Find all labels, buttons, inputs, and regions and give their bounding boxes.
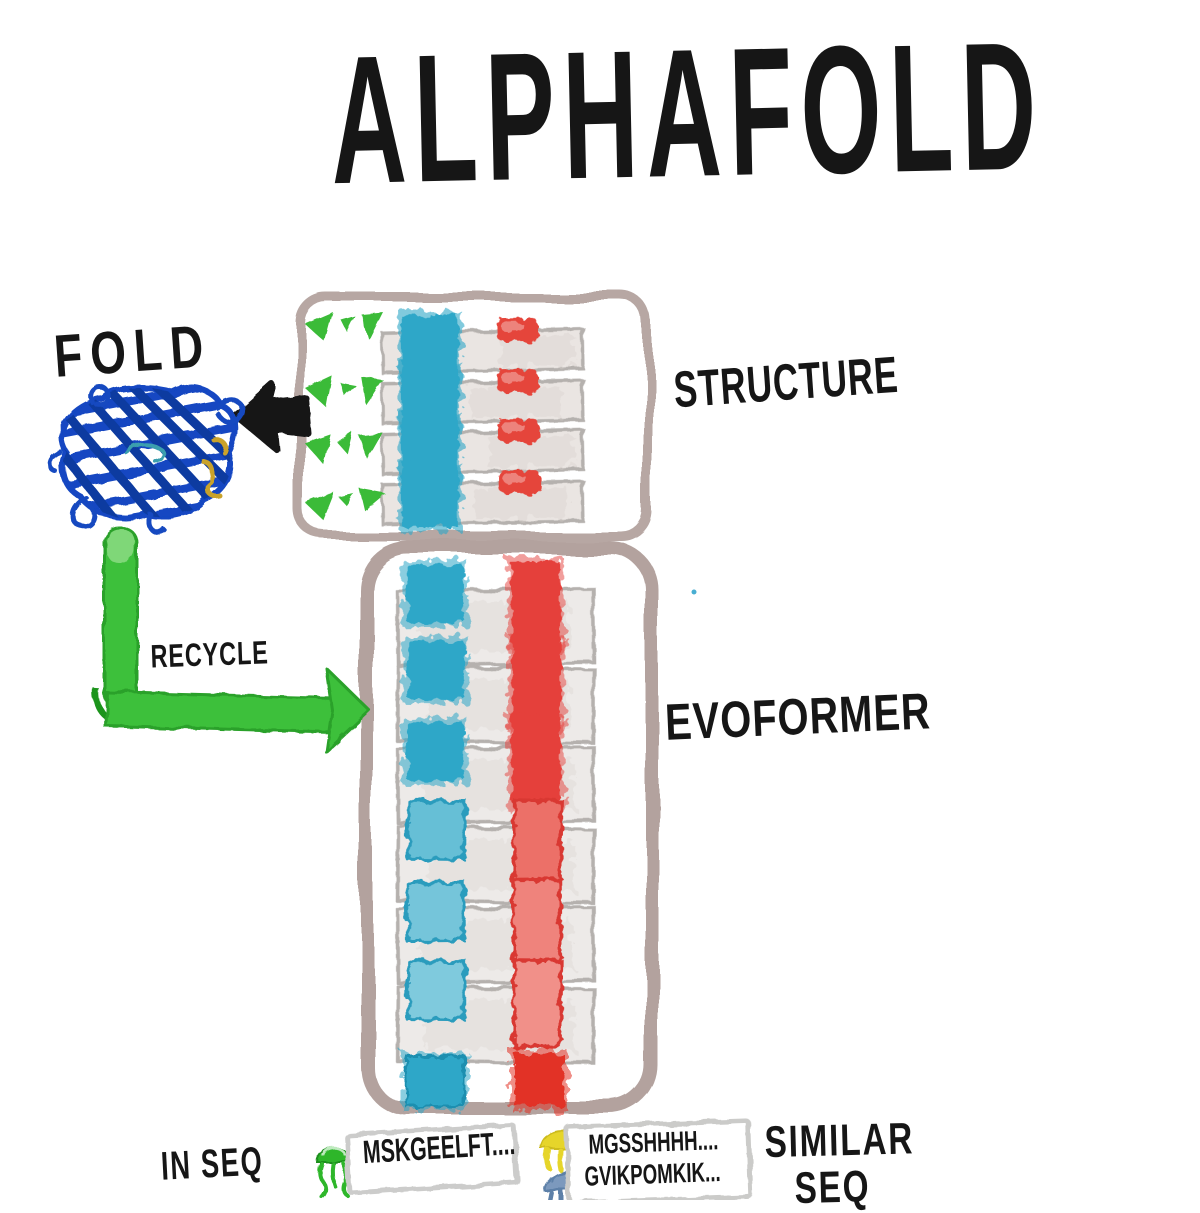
confidence-triangles [304, 312, 386, 520]
fold-label: FOLD [51, 311, 214, 390]
similar-seq-label-line1: SIMILAR [763, 1113, 915, 1167]
pair-column [511, 877, 563, 968]
evoformer-module-box [359, 541, 659, 1115]
page-title: ALPHAFOLD [328, 5, 1047, 224]
msa-square [406, 959, 467, 1022]
msa-square [405, 880, 466, 944]
input-seq-label: IN SEQ [159, 1138, 265, 1189]
msa-square [406, 798, 467, 862]
pair-column [511, 798, 563, 889]
protein-yellow-strand [201, 437, 228, 499]
evoformer-module-label: EVOFORMER [663, 681, 932, 751]
similar-seq-label-line2: SEQ [793, 1161, 871, 1213]
similar-sequence-text-1: MGSSHHHH.... [587, 1124, 719, 1160]
recycle-label: RECYCLE [149, 633, 270, 675]
evoformer-blocks [395, 557, 597, 1110]
stray-dot [691, 589, 697, 595]
similar-sequence-text-2: GVIKPOMKIK... [583, 1156, 722, 1192]
protein-teal-helix [124, 442, 167, 463]
structure-module-rows [380, 310, 586, 532]
black-output-arrow [233, 381, 312, 453]
input-seq-box [344, 1122, 520, 1196]
protein-fold-drawing [47, 384, 245, 535]
evo-input-pair [402, 1050, 568, 1110]
pair-column [511, 958, 563, 1049]
recycle-arrow [92, 526, 372, 754]
